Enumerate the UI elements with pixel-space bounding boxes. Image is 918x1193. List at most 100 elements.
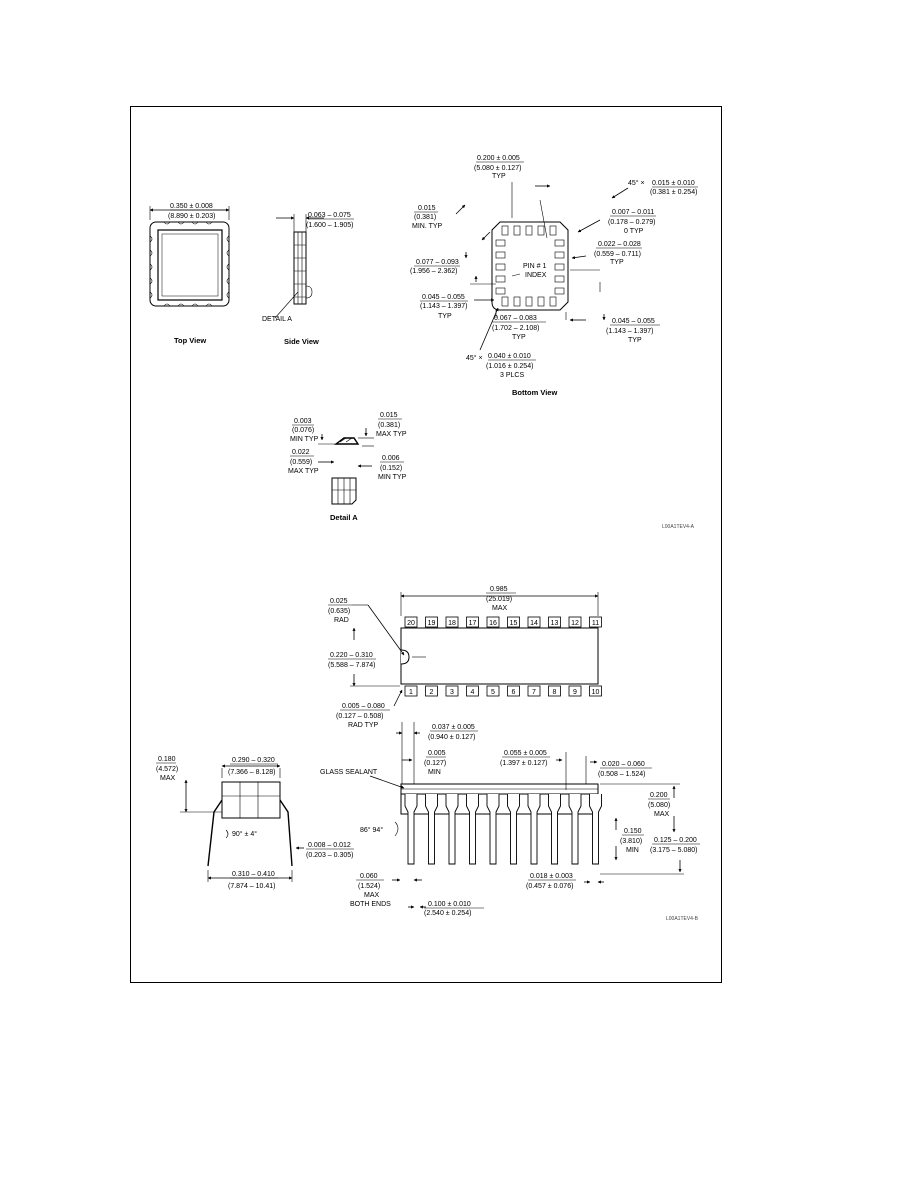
bv-chamfer-bottom-angle: 45° × [466, 354, 483, 362]
dip-top-pin-box [507, 616, 520, 628]
dip-end-offset-typ: RAD TYP [348, 722, 379, 729]
dip-bottom-pin-box [589, 685, 602, 697]
dip-bottom-pin-label: 5 [491, 689, 495, 696]
bv-pad-spacing-mm: (1.956 – 2.362) [410, 268, 457, 275]
dip-end-body-width-dim: 0.290 – 0.320 [232, 757, 275, 764]
bv-pad-edge-mm: (1.702 – 2.108) [492, 325, 539, 332]
bv-corner-offset-typ: 0 TYP [624, 228, 644, 235]
dip-side-lead [589, 794, 602, 865]
dip-seat-plane-mm: (3.175 – 5.080) [650, 847, 697, 854]
dip-notch-rad-label: RAD [334, 617, 349, 624]
dip-seat-plane-dim: 0.125 – 0.200 [654, 837, 697, 844]
bv-corner-offset-mm: (0.178 – 0.279) [608, 219, 655, 226]
bv-pad-width-typ: TYP [610, 259, 624, 266]
side-view-detail-label: DETAIL A [262, 316, 292, 323]
dip-standoff-mm: (0.127) [424, 760, 446, 767]
dip-side-lead-row [404, 794, 602, 865]
detail-a-dim-4: 0.006 [382, 455, 400, 462]
top-view-width-dim-mm: (8.890 ± 0.203) [168, 213, 215, 220]
dip-pitch-dim: 0.100 ± 0.010 [428, 901, 471, 908]
dip-top-pin-label: 12 [571, 620, 579, 627]
dip-bottom-pin-label: 1 [409, 689, 413, 696]
dip-body-height-dim: 0.200 [650, 792, 668, 799]
dip-end-lead-dim: 0.020 – 0.060 [602, 761, 645, 768]
detail-a-dim-3: 0.015 [380, 412, 398, 419]
dip-bottom-pin-box [568, 685, 582, 697]
bv-chamfer-bottom-dim: 0.040 ± 0.010 [488, 353, 531, 360]
bv-pad-length-dim: 0.045 – 0.055 [422, 294, 465, 301]
dip-body-height-max: MAX [654, 811, 670, 818]
dip-shoulder-mm: (0.940 ± 0.127) [428, 734, 475, 741]
dip-body-height-mm: (5.080) [648, 802, 670, 809]
dip-bottom-pin-label: 9 [573, 689, 577, 696]
dip-end-lead-max-mm: (1.524) [358, 883, 380, 890]
dip-seat-height-mm: (4.572) [156, 766, 178, 773]
bv-chamfer-top-dim: 0.015 ± 0.010 [652, 180, 695, 187]
dip-side-view: GLASS SEALANT 86° 94° 0.037 ± 0.005 (0.9… [320, 722, 700, 917]
bv-pad-gap-mm: (0.381) [414, 214, 436, 221]
dip-end-body-width-mm: (7.366 – 8.128) [228, 769, 275, 776]
dip-end-lead-max-dim: 0.060 [360, 873, 378, 880]
dip-lead-spread-mm: (7.874 – 10.41) [228, 883, 275, 890]
detail-a-dim-3-mm: (0.381) [378, 422, 400, 429]
dip-bottom-pin-box [507, 685, 520, 697]
glass-sealant-label: GLASS SEALANT [320, 769, 378, 776]
detail-a-dim-2-typ: MAX TYP [288, 468, 319, 475]
detail-a-dim-1: 0.003 [294, 418, 312, 425]
dip-length-mm: (25.019) [486, 596, 512, 603]
top-view-width-dim: 0.350 ± 0.008 [170, 203, 213, 210]
dip-side-lead [548, 794, 561, 865]
bv-chamfer-top-mm: (0.381 ± 0.254) [650, 189, 697, 196]
dip-top-pin-box [548, 616, 561, 628]
lcc-figure-ref: L00A1TEV4-A [662, 524, 695, 530]
bv-pad-length-right-typ: TYP [628, 337, 642, 344]
detail-a-dim-4-typ: MIN TYP [378, 474, 407, 481]
detail-a-dim-3-typ: MAX TYP [376, 431, 407, 438]
bv-pad-length-right-dim: 0.045 – 0.055 [612, 318, 655, 325]
dip-side-lead [527, 794, 541, 865]
dip-lead-thickness-dim: 0.008 – 0.012 [308, 842, 351, 849]
dip-bottom-pin-box [527, 685, 541, 697]
bv-corner-offset-dim: 0.007 – 0.011 [612, 209, 654, 216]
bv-pad-length-right-mm: (1.143 – 1.397) [606, 328, 653, 335]
dip-lead-length-mm: (3.810) [620, 838, 642, 845]
bottom-view-caption: Bottom View [512, 388, 557, 397]
dip-length-max: MAX [492, 605, 508, 612]
dip-figure-ref: L00A1TEV4-B [666, 916, 699, 922]
dip-bottom-pin-label: 7 [532, 689, 536, 696]
detail-a-dim-4-mm: (0.152) [380, 465, 402, 472]
dip-top-pin-label: 13 [551, 620, 559, 627]
lcc-top-view: 0.350 ± 0.008 (8.890 ± 0.203) Top View [149, 203, 230, 345]
dip-end-lead-max-both: BOTH ENDS [350, 901, 391, 908]
dip-bottom-pin-box [548, 685, 561, 697]
drawing-frame [130, 106, 722, 983]
dip-side-lead-angle: 86° 94° [360, 826, 383, 834]
dip-top-pin-label: 16 [489, 620, 497, 627]
dip-bottom-pin-label: 6 [512, 689, 516, 696]
dip-top-pin-label: 14 [530, 620, 538, 627]
dip-top-pin-box [568, 616, 582, 628]
dip-end-offset-mm: (0.127 – 0.508) [336, 713, 383, 720]
dip-top-pin-label: 17 [469, 620, 477, 627]
detail-a-dim-2-mm: (0.559) [290, 459, 312, 466]
dip-top-pin-box [466, 616, 479, 628]
dip-side-lead [486, 794, 500, 865]
dip-bottom-pin-box [404, 685, 418, 697]
dip-lead-width-top-mm: (1.397 ± 0.127) [500, 760, 547, 767]
dip-end-lead-angle: 90° ± 4° [232, 830, 257, 838]
bv-pitch-dim-mm: (5.080 ± 0.127) [474, 165, 521, 172]
lcc-bottom-view: PIN # 1 INDEX 0.200 ± 0.005 (5.080 ± 0.1… [410, 155, 698, 397]
detail-a-caption: Detail A [330, 513, 358, 522]
dip-seat-height-dim: 0.180 [158, 756, 176, 763]
bv-chamfer-bottom-mm: (1.016 ± 0.254) [486, 363, 533, 370]
dip-body-width-mm: (5.588 – 7.874) [328, 662, 375, 669]
dip-side-lead [568, 794, 582, 865]
dip-top-pin-box [486, 616, 500, 628]
dip-top-pin-box [589, 616, 602, 628]
dip-notch-rad-mm: (0.635) [328, 608, 350, 615]
dip-lead-length-dim: 0.150 [624, 828, 642, 835]
bv-pitch-typ: TYP [492, 173, 506, 180]
